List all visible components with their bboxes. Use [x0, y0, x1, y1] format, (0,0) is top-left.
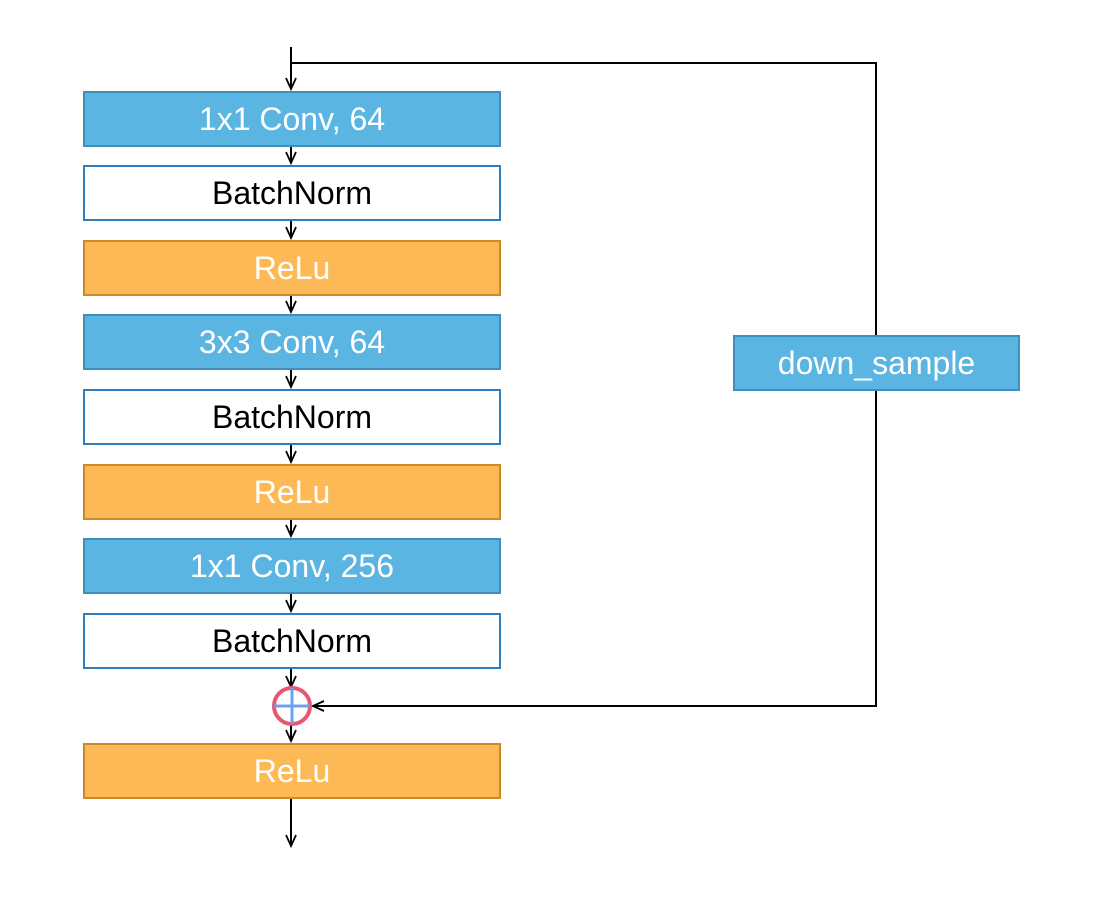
conv-3x3-64-block: 3x3 Conv, 64: [83, 314, 501, 370]
bn1-label: BatchNorm: [211, 175, 373, 211]
shortcut-wire-top: [291, 62, 877, 335]
relu-block-2: ReLu: [83, 464, 501, 520]
down-sample-block: down_sample: [733, 335, 1020, 391]
relu-out-label: ReLu: [253, 753, 331, 789]
relu2-label: ReLu: [253, 474, 331, 510]
relu-output-block: ReLu: [83, 743, 501, 799]
batchnorm-block-2: BatchNorm: [83, 389, 501, 445]
conv-1x1-64-block: 1x1 Conv, 64: [83, 91, 501, 147]
conv3-label: 1x1 Conv, 256: [190, 548, 394, 584]
bn3-label: BatchNorm: [211, 623, 373, 659]
conv1-label: 1x1 Conv, 64: [198, 101, 386, 137]
conv2-label: 3x3 Conv, 64: [198, 324, 386, 360]
relu1-label: ReLu: [253, 250, 331, 286]
shortcut-wire-bottom: [313, 391, 877, 706]
relu-block-1: ReLu: [83, 240, 501, 296]
bn2-label: BatchNorm: [211, 399, 373, 435]
circle-plus-icon: [272, 686, 312, 726]
conv-1x1-256-block: 1x1 Conv, 256: [83, 538, 501, 594]
down-sample-label: down_sample: [777, 345, 976, 381]
batchnorm-block-3: BatchNorm: [83, 613, 501, 669]
batchnorm-block-1: BatchNorm: [83, 165, 501, 221]
